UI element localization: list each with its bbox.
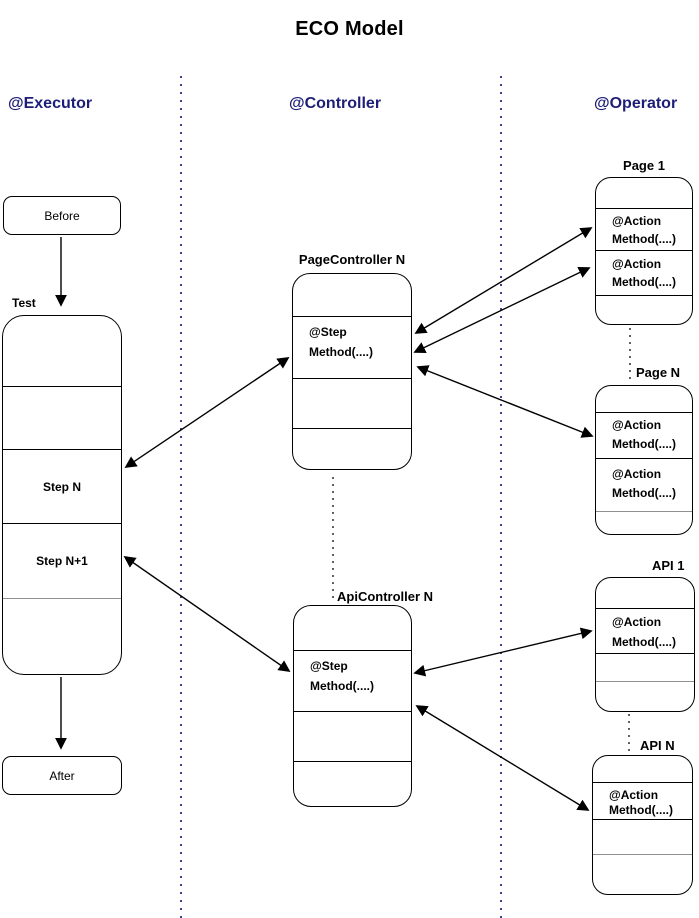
api1-section-empty-1 xyxy=(596,578,694,608)
before-node: Before xyxy=(3,196,121,235)
page1-action1-section: @Action Method(....) xyxy=(596,208,692,250)
column-header-controller: @Controller xyxy=(289,95,382,112)
apiN-section-empty-1 xyxy=(593,756,692,782)
column-header-operator: @Operator xyxy=(594,95,678,112)
page1-action2-line2: Method(....) xyxy=(612,275,676,289)
pageN-title: Page N xyxy=(636,365,681,380)
page-title: ECO Model xyxy=(295,18,404,40)
pageN-section-empty-1 xyxy=(596,386,692,412)
apicontroller-section-empty-3 xyxy=(294,761,411,806)
apiN-action1-section: @Action Method(....) xyxy=(593,782,692,819)
test-label: Test xyxy=(12,296,36,310)
pageN-action1-line1: @Action xyxy=(612,418,662,432)
arrow-pagecontroller-page1-action2 xyxy=(413,267,591,353)
test-section-empty-1 xyxy=(3,316,121,386)
apiN-section-empty-2 xyxy=(593,819,692,854)
apiN-action1-line1: @Action xyxy=(609,788,659,802)
pageN-section-empty-2 xyxy=(596,511,692,534)
pagecontroller-step-line2: Method(....) xyxy=(309,345,373,359)
pagecontroller-title: PageController N xyxy=(298,252,406,267)
page1-node: @Action Method(....) @Action Method(....… xyxy=(595,177,693,325)
api1-action1-section: @Action Method(....) xyxy=(596,608,694,653)
arrow-pagecontroller-pageN-action1 xyxy=(416,365,594,438)
page1-action1-line1: @Action xyxy=(612,214,662,228)
api1-section-empty-3 xyxy=(596,681,694,711)
page1-section-empty-2 xyxy=(596,295,692,324)
api1-action1-line1: @Action xyxy=(612,615,662,629)
test-node: Step N Step N+1 xyxy=(2,315,122,675)
test-section-empty-2 xyxy=(3,386,121,449)
column-header-executor: @Executor xyxy=(8,95,93,112)
pagecontroller-section-empty-3 xyxy=(293,428,411,469)
apiN-action1-line2: Method(....) xyxy=(609,803,673,817)
api1-node: @Action Method(....) xyxy=(595,577,695,712)
apiN-node: @Action Method(....) xyxy=(592,755,693,895)
arrow-stepn-pagecontroller xyxy=(124,357,290,468)
arrow-stepn1-apicontroller xyxy=(123,555,291,673)
apicontroller-title: ApiController N xyxy=(337,589,434,604)
page1-title: Page 1 xyxy=(623,158,665,173)
pagecontroller-section-empty-2 xyxy=(293,378,411,428)
step-n-label: Step N xyxy=(42,479,81,494)
api1-action1-line2: Method(....) xyxy=(612,635,676,649)
pageN-action2-line2: Method(....) xyxy=(612,486,676,500)
arrow-pagecontroller-page1-action1 xyxy=(414,227,593,334)
pageN-node: @Action Method(....) @Action Method(....… xyxy=(595,385,693,535)
after-label: After xyxy=(49,768,75,783)
page1-section-empty-1 xyxy=(596,178,692,208)
before-label: Before xyxy=(44,208,80,223)
apiN-title: API N xyxy=(640,738,675,753)
pagecontroller-section-empty-1 xyxy=(293,274,411,316)
apiN-section-empty-3 xyxy=(593,854,692,894)
pagecontroller-step-section: @Step Method(....) xyxy=(293,316,411,378)
apicontroller-section-empty-1 xyxy=(294,606,411,650)
api1-section-empty-2 xyxy=(596,653,694,681)
apicontroller-step-line2: Method(....) xyxy=(310,679,374,693)
apicontroller-section-empty-2 xyxy=(294,711,411,761)
after-node: After xyxy=(2,756,122,795)
pageN-action2-line1: @Action xyxy=(612,467,662,481)
page1-action2-line1: @Action xyxy=(612,257,662,271)
page1-action2-section: @Action Method(....) xyxy=(596,250,692,295)
pageN-action2-section: @Action Method(....) xyxy=(596,458,692,511)
api1-title: API 1 xyxy=(652,558,685,573)
step-n-plus-1-label: Step N+1 xyxy=(36,554,88,568)
page1-action1-line2: Method(....) xyxy=(612,232,676,246)
apicontroller-step-line1: @Step xyxy=(310,659,348,673)
pagecontroller-step-line1: @Step xyxy=(309,325,347,339)
pageN-action1-line2: Method(....) xyxy=(612,437,676,451)
arrow-apicontroller-apiN-action1 xyxy=(415,705,590,811)
test-section-step-n: Step N xyxy=(3,449,121,523)
apicontroller-step-section: @Step Method(....) xyxy=(294,650,411,711)
apicontroller-node: @Step Method(....) xyxy=(293,605,412,807)
test-section-empty-3 xyxy=(3,598,121,674)
test-section-step-n1: Step N+1 xyxy=(3,523,121,598)
pagecontroller-node: @Step Method(....) xyxy=(292,273,412,470)
arrow-apicontroller-api1-action1 xyxy=(413,627,593,677)
pageN-action1-section: @Action Method(....) xyxy=(596,412,692,458)
